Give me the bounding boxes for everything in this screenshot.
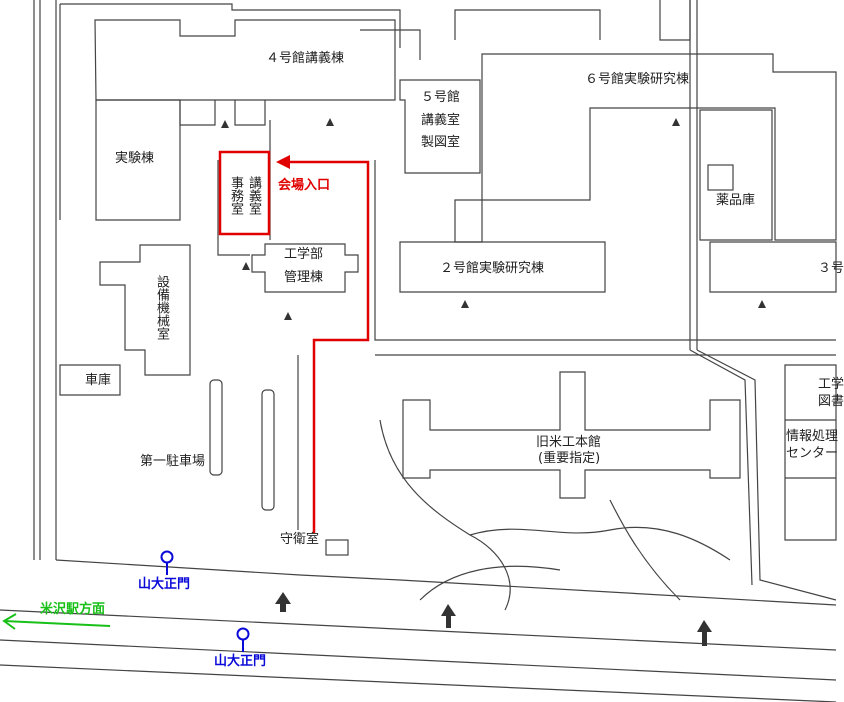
old-main-outline	[402, 371, 741, 499]
lecture-room-label: 講義室	[246, 176, 261, 215]
facility-label: 設備機械室	[154, 275, 169, 340]
route-line	[276, 155, 370, 533]
bldg4-label: ４号館講義棟	[266, 51, 345, 66]
station-direction-label: 米沢駅方面	[40, 602, 106, 617]
parking-label: 第一駐車場	[140, 454, 206, 469]
garage-label: 車庫	[85, 373, 112, 388]
admin-label-a: 工学部	[284, 247, 324, 262]
road-arrow-2	[441, 604, 456, 628]
bldg6-outline	[481, 53, 837, 241]
bldg5-label-c: 製図室	[421, 135, 461, 150]
bldg6-label: ６号館実験研究棟	[585, 72, 690, 87]
bldg5-label-a: ５号館	[421, 90, 461, 105]
venue-highlight-box	[218, 150, 271, 236]
bldg3-outline	[709, 241, 837, 293]
old-main-label-a: 旧米工本館	[536, 435, 602, 450]
bldg4-outline	[94, 19, 396, 101]
garage-outline	[59, 364, 121, 396]
office-label: 事務室	[228, 176, 243, 215]
bldg5-outline	[399, 79, 481, 174]
guard-label: 守衛室	[280, 532, 320, 547]
bldg5-label-b: 講義室	[421, 113, 461, 128]
info-center-label-b: センター	[786, 446, 839, 461]
guard-outline	[325, 539, 349, 556]
gate-north-label: 山大正門	[138, 577, 191, 592]
eng-lib-label-b: 図書	[818, 394, 844, 409]
road-arrow-1	[275, 592, 291, 612]
gate-north-marker	[160, 550, 174, 564]
experiment-label: 実験棟	[115, 151, 155, 166]
admin-outline	[251, 243, 359, 293]
bldg3-label: ３号	[818, 261, 844, 276]
facility-outline	[99, 244, 191, 376]
admin-label-b: 管理棟	[284, 270, 324, 285]
bldg2-label: ２号館実験研究棟	[440, 261, 545, 276]
bldg2-outline	[399, 241, 606, 293]
gate-south-marker	[236, 627, 250, 641]
info-center-label-a: 情報処理	[786, 429, 839, 444]
gate-south-label: 山大正門	[214, 654, 267, 669]
chem-storage-label: 薬品庫	[716, 193, 756, 208]
old-main-label-b: (重要指定)	[538, 451, 601, 466]
road-arrow-3	[697, 620, 712, 646]
experiment-outline	[95, 99, 181, 221]
station-arrow-line	[3, 620, 111, 627]
entrance-label: 会場入口	[278, 178, 331, 193]
chem-small-box	[707, 164, 734, 191]
eng-lib-label-a: 工学	[818, 377, 844, 392]
chem-storage-outline	[699, 109, 773, 241]
